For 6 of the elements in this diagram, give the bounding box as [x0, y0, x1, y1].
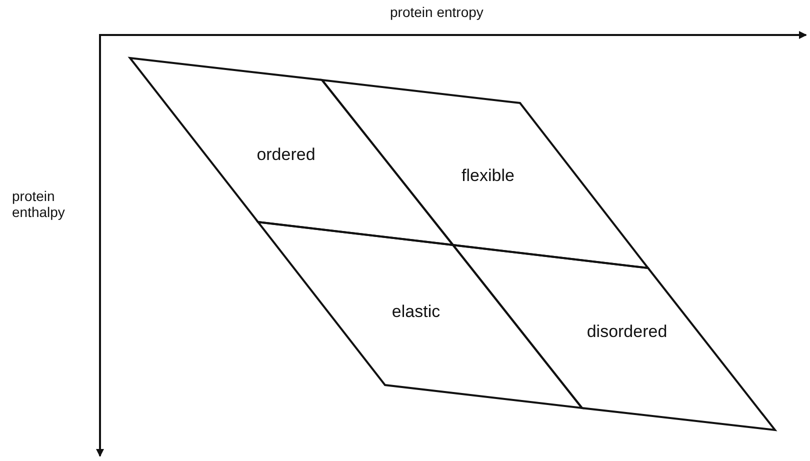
- axis-label: protein entropy: [390, 4, 484, 20]
- quadrant-label: ordered: [256, 145, 316, 165]
- quadrant-label: elastic: [392, 302, 440, 322]
- quadrant-label: flexible: [462, 166, 514, 186]
- quadrant-label: disordered: [586, 322, 668, 342]
- axis-label: protein enthalpy: [12, 188, 66, 220]
